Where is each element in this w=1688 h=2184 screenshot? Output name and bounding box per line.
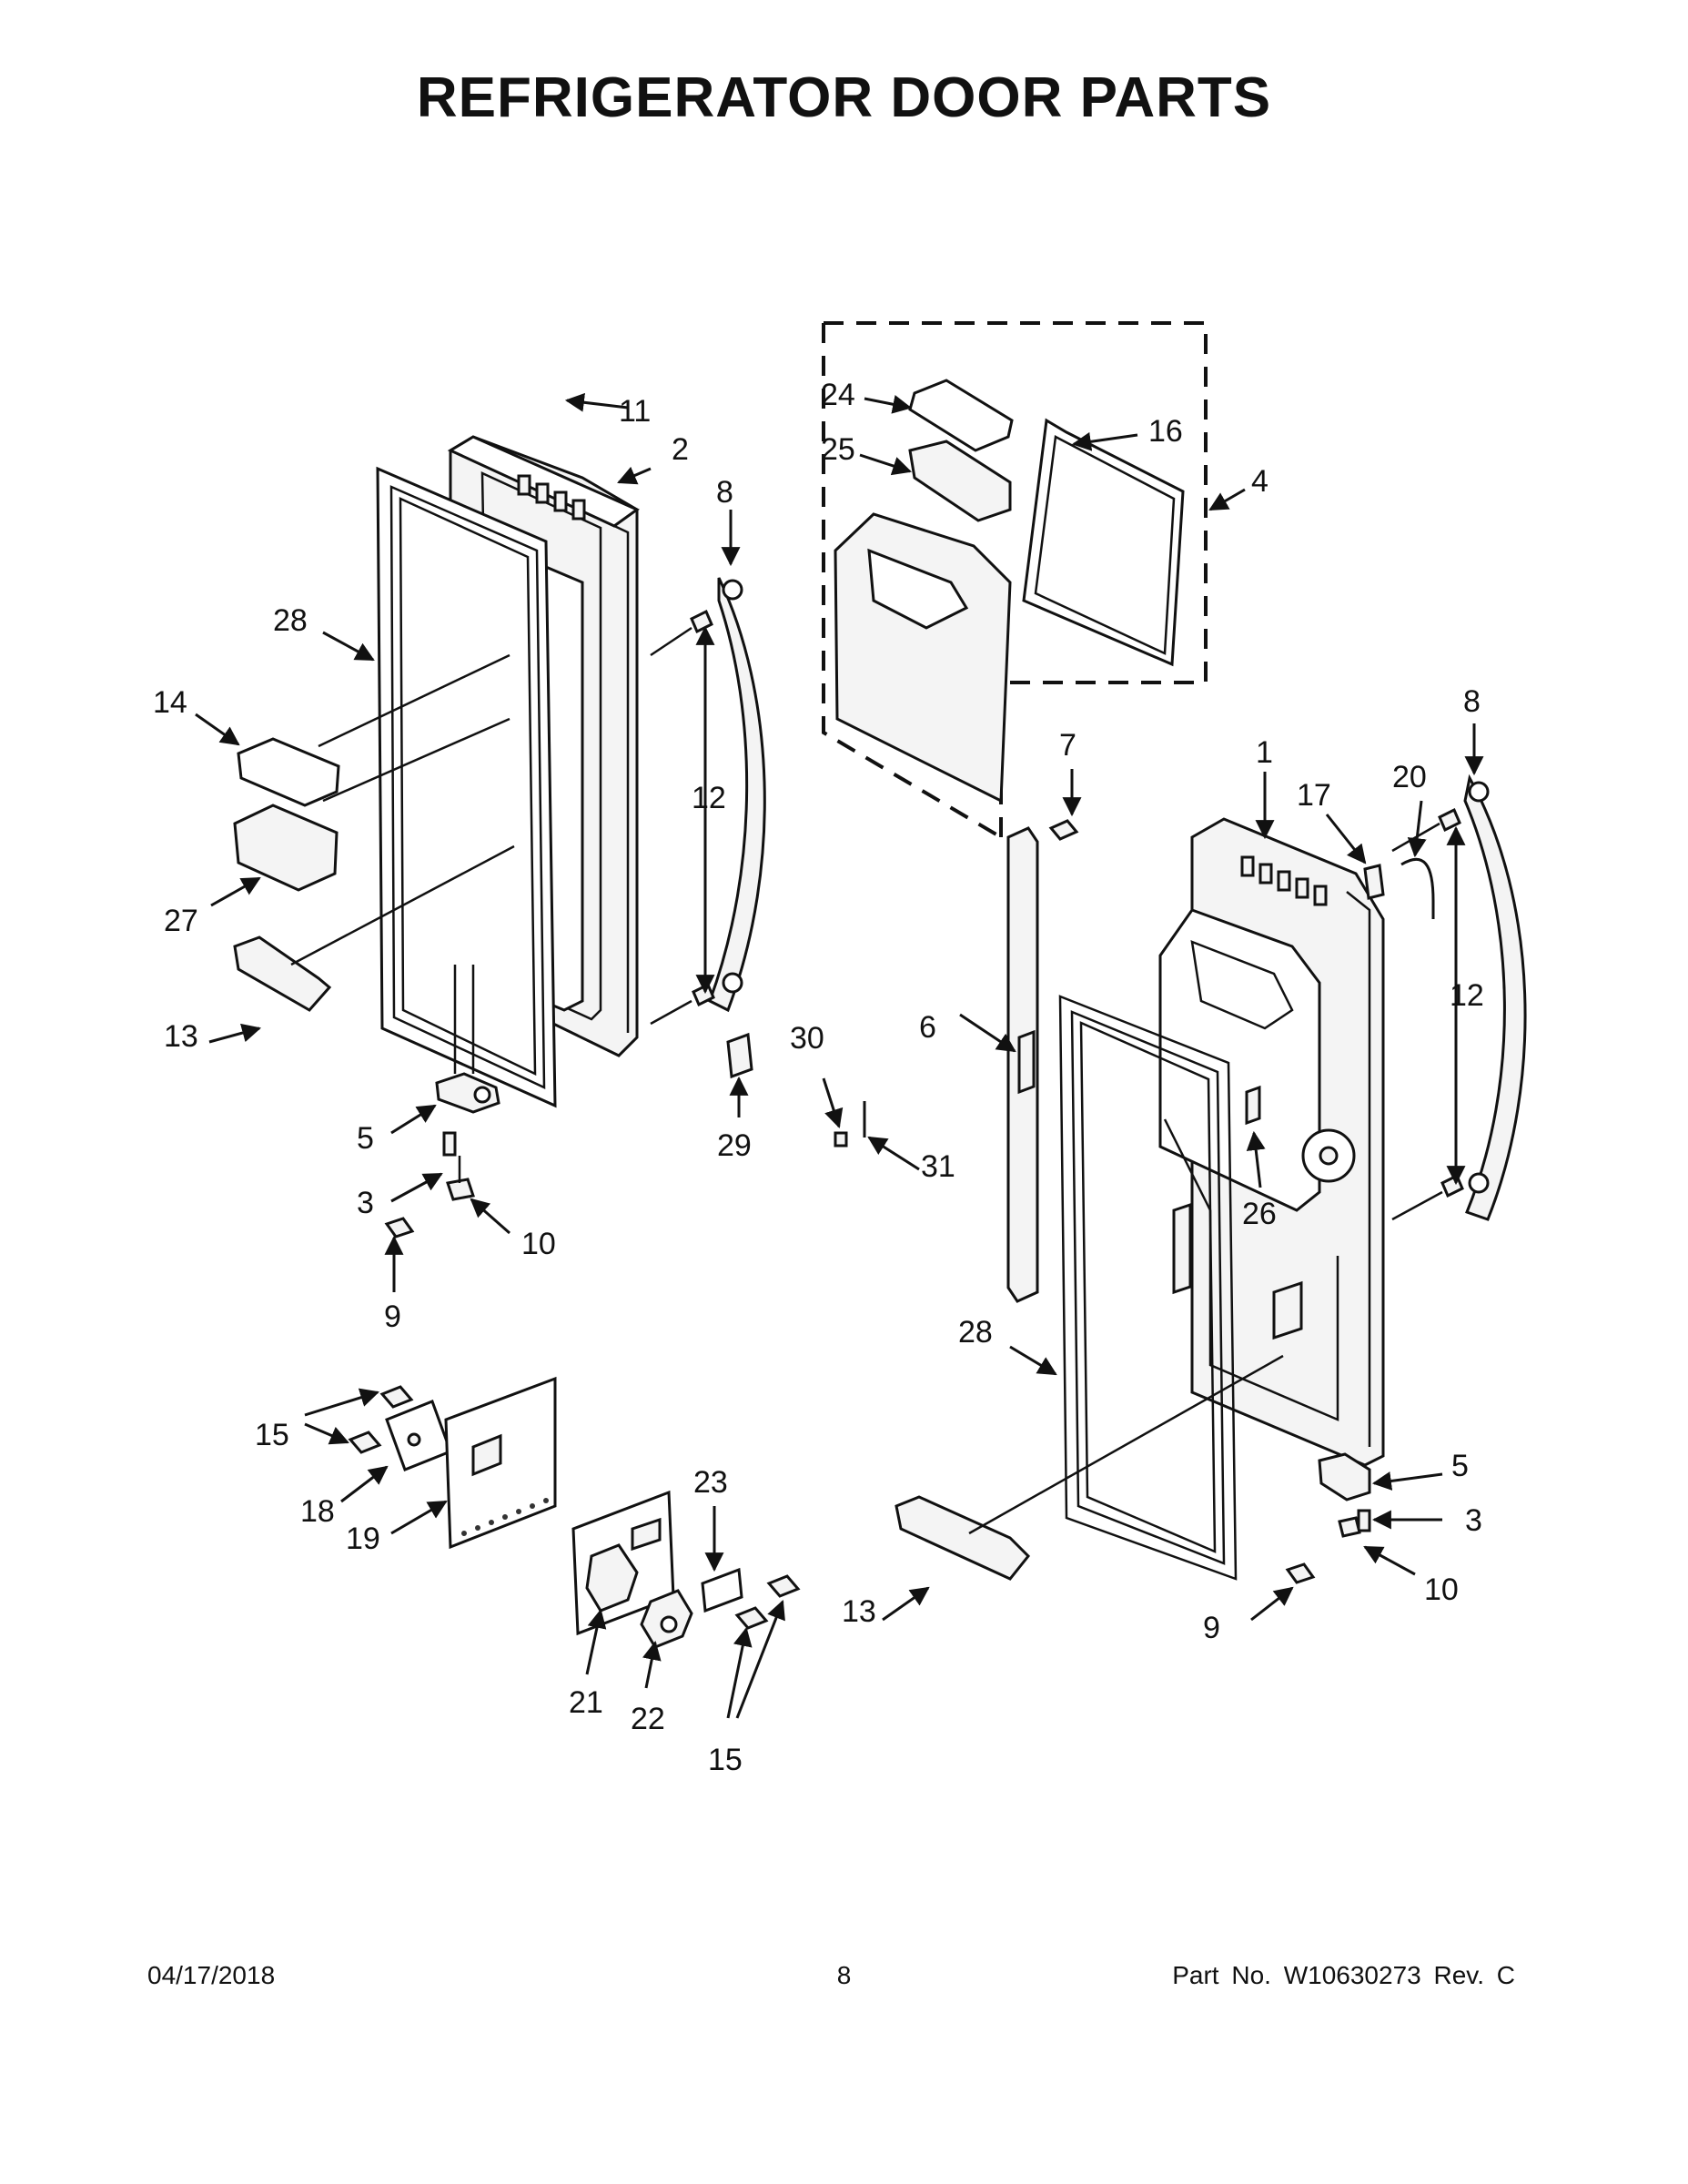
callout-labels: 11 2 8 28 14 12 27 13 5 3 10 9 29 30 31 … [153,378,1484,1777]
screw-15b [348,1431,382,1454]
screw-15d [766,1574,801,1598]
callout-18: 18 [300,1494,335,1529]
valve-17 [1363,864,1385,900]
right-top-rim-slots [1240,855,1328,906]
callout-15-bottom: 15 [708,1743,743,1777]
callout-30: 30 [790,1021,824,1056]
callout-8-left: 8 [716,475,733,510]
callout-20: 20 [1392,760,1427,794]
right-hinge [1318,1452,1371,1502]
callout-22: 22 [631,1702,665,1736]
callout-14: 14 [153,685,187,720]
callout-8-right: 8 [1463,684,1481,719]
callout-17: 17 [1297,778,1331,813]
lower-dispenser-parts [348,1376,801,1649]
callout-23: 23 [693,1465,728,1500]
tube-20 [1400,857,1435,919]
left-door-bin-13 [233,935,332,1012]
dispenser-housing [834,512,1012,804]
callout-16: 16 [1148,414,1183,449]
right-door-handle [1463,774,1527,1221]
screw-7 [1048,819,1079,841]
left-hinge-bolt [384,1217,415,1239]
right-dispenser-recess [1158,908,1321,1212]
right-hinge-bolt [1285,1562,1316,1584]
right-door-gasket [1058,995,1238,1581]
callout-28-left: 28 [273,603,308,638]
left-door-handle [708,577,766,1013]
right-door-assembly [895,774,1527,1584]
clip-26 [1245,1085,1261,1126]
callout-9-right: 9 [1203,1611,1220,1645]
callout-12-left: 12 [692,781,726,815]
callout-10-left: 10 [521,1227,556,1261]
callout-15-left: 15 [255,1418,289,1452]
footer-page-number: 8 [836,1961,852,1989]
callout-26: 26 [1242,1197,1277,1231]
left-bin-27 [233,804,339,892]
callout-7: 7 [1059,728,1076,763]
callout-9-left: 9 [384,1299,401,1334]
left-door-assembly [233,435,866,1239]
callout-13-right: 13 [842,1594,876,1629]
right-door-bin-13 [895,1495,1031,1581]
callout-1: 1 [1256,735,1273,770]
left-door-gasket [376,466,557,1108]
callout-25: 25 [821,432,855,467]
callout-10-right: 10 [1424,1572,1459,1607]
top-rim-slots [517,474,586,521]
page-title: REFRIGERATOR DOOR PARTS [416,66,1272,129]
right-hinge-screw [1357,1509,1371,1532]
bracket-23 [701,1567,743,1613]
callout-21: 21 [569,1685,603,1720]
callout-24: 24 [821,378,855,412]
callout-4: 4 [1251,464,1269,499]
left-shelf-14 [237,737,340,807]
callout-6: 6 [919,1010,936,1045]
clip-29 [726,1032,753,1079]
callout-5-right: 5 [1451,1449,1469,1483]
leader-arrows [195,392,1484,1719]
callout-31: 31 [921,1149,955,1184]
callout-5-left: 5 [357,1121,374,1156]
callout-3-left: 3 [357,1186,374,1220]
frame-24 [908,379,1014,452]
callout-2: 2 [672,432,689,467]
pin-30 [834,1131,848,1148]
callout-28-right: 28 [958,1315,993,1350]
callout-3-right: 3 [1465,1503,1482,1538]
callout-13-left: 13 [164,1019,198,1054]
callout-11: 11 [619,394,651,429]
footer-part-number: Part No. W10630273 Rev. C [1172,1961,1515,1989]
callout-12-right: 12 [1450,978,1484,1013]
callout-29: 29 [717,1128,752,1163]
screw-15c [734,1606,769,1630]
dispenser-subassembly [822,321,1208,839]
callout-27: 27 [164,904,198,938]
frame-25 [908,440,1012,522]
left-hinge-screw [442,1131,457,1157]
right-hinge-block [1338,1516,1361,1538]
callout-19: 19 [346,1522,380,1556]
left-hinge-block [446,1178,475,1201]
panel-16 [1022,418,1185,667]
screw-15a [379,1385,414,1409]
footer-date: 04/17/2018 [147,1961,276,1989]
